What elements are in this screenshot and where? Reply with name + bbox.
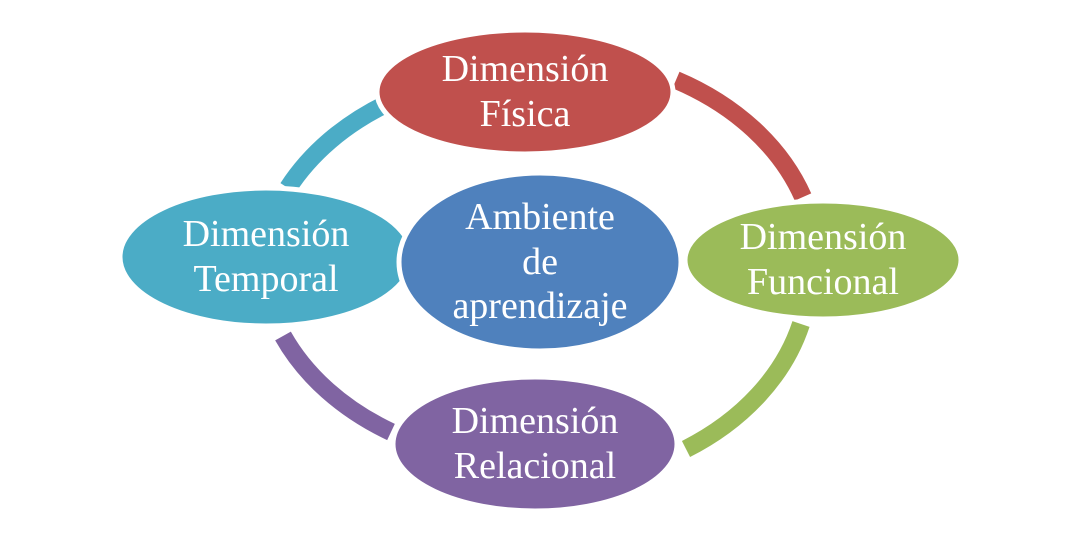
node-dimension-temporal-ellipse — [117, 185, 415, 329]
node-dimension-fisica-ellipse — [374, 27, 676, 157]
arc-temporal-to-fisica — [280, 95, 391, 193]
node-dimension-relacional-ellipse — [390, 374, 680, 514]
arc-relacional-to-temporal — [275, 331, 395, 441]
node-ambiente-de-aprendizaje-ellipse — [396, 170, 684, 354]
node-dimension-funcional-ellipse — [682, 198, 964, 322]
arc-fisica-to-funcional — [672, 71, 812, 201]
arc-funcional-to-relacional — [681, 321, 810, 458]
